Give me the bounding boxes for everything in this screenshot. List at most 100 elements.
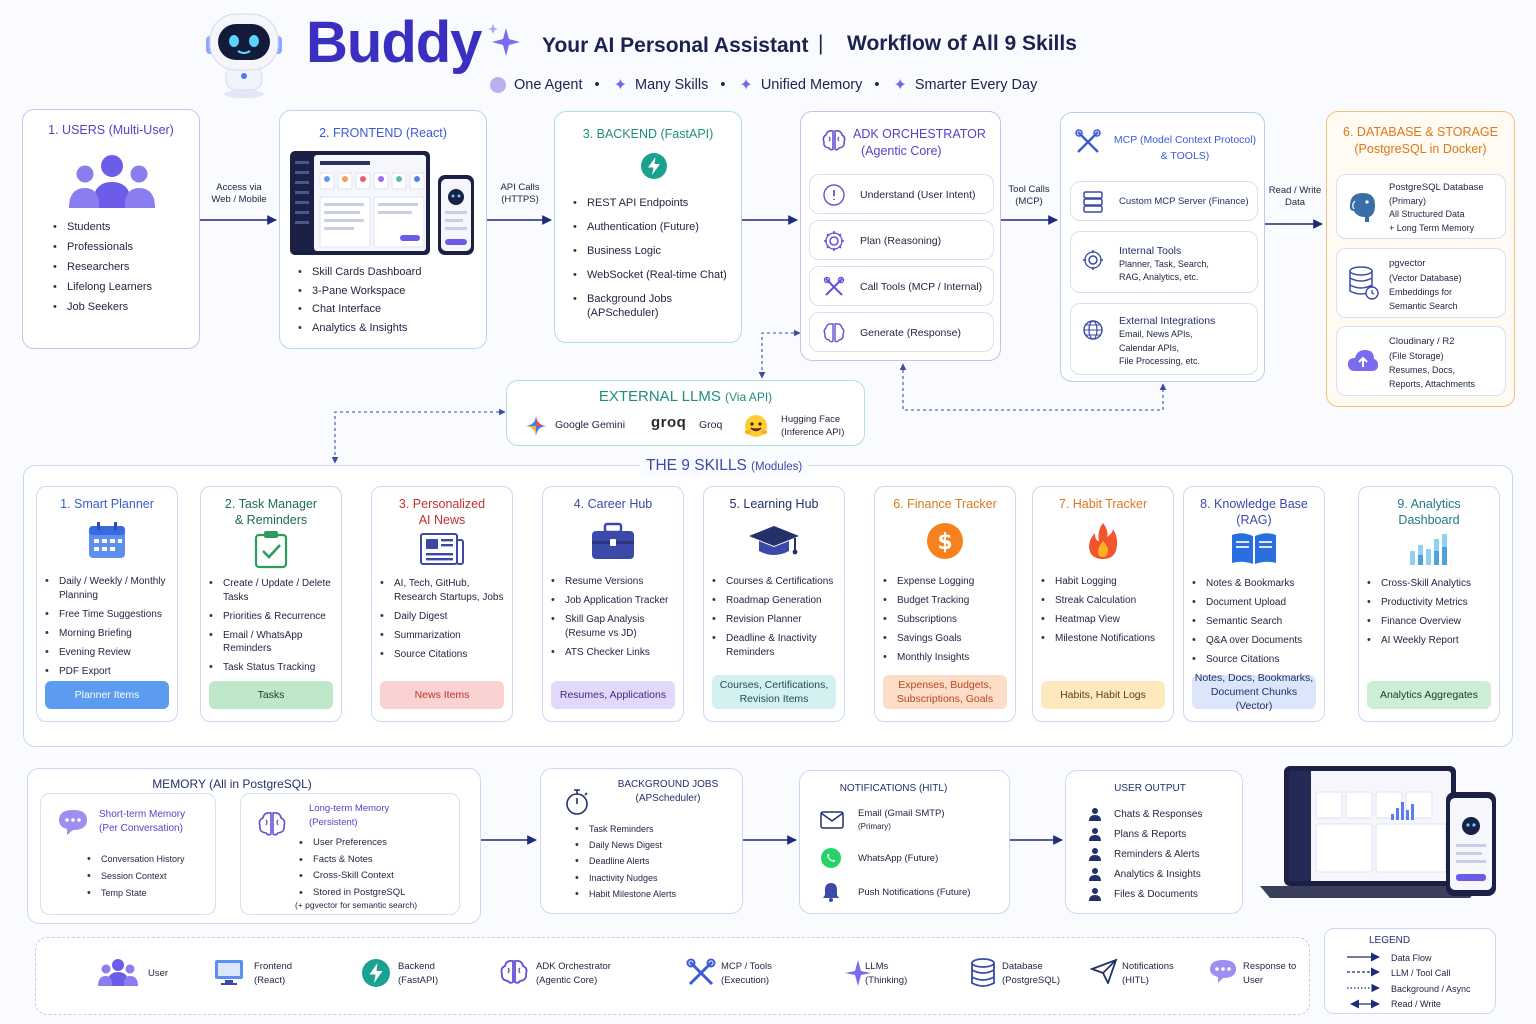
flow-step-label: MCP / Tools(Execution) [721,960,772,988]
dashed-adk-llm [758,329,801,379]
pill-line: Planner Items [74,689,140,701]
frontend-list: Skill Cards Dashboard 3-Pane Workspace C… [298,265,421,335]
db-title: 6. DATABASE & STORAGE(PostgreSQL in Dock… [1343,125,1498,156]
list-item: Summarization [380,629,508,643]
flow-step-label: LLMs(Thinking) [865,960,907,988]
list-item: Session Context [87,869,185,883]
laptop-phone-mockup-icon [1260,766,1496,898]
flow-step-name: ADK Orchestrator [536,961,611,972]
output-label: Analytics & Insights [1114,868,1201,880]
globe-icon [1081,318,1105,342]
list-item: Chat Interface [298,302,421,316]
backend-list: REST API Endpoints Authentication (Futur… [573,196,727,320]
gear-icon [822,229,846,253]
feature-strip: One Agent • ✦ Many Skills • ✦ Unified Me… [490,75,1037,95]
adk-step-plan: Plan (Reasoning) [809,220,994,260]
list-item: Heatmap View [1041,613,1169,627]
flow-step-sub: (FastAPI) [398,975,439,986]
bell-icon [823,883,839,902]
user-icon [1089,868,1101,881]
list-item: Streak Calculation [1041,594,1169,608]
star-icon: ✦ [613,77,628,94]
flow-step-name: Database [1002,961,1043,972]
list-item: Daily / Weekly / Monthly Planning [45,575,173,602]
email-icon [820,811,844,829]
list-item: Create / Update / Delete Tasks [209,577,337,604]
skill-data-pill: Resumes, Applications [551,681,675,709]
flow-step-label: Notifications(HITL) [1122,960,1174,988]
list-item: WebSocket (Real-time Chat) [573,268,727,282]
list-item: Daily Digest [380,610,508,624]
output-item: Reminders & Alerts [1088,847,1200,861]
pill-line: Resumes, Applications [559,689,667,701]
adk-title: ADK ORCHESTRATOR(Agentic Core) [853,127,986,158]
legend-item: LLM / Tool Call [1391,968,1451,978]
list-item: Subscriptions [883,613,1011,627]
skill-feature-list: Resume VersionsJob Application TrackerSk… [551,575,679,665]
list-item: Task Reminders [575,822,676,836]
list-item: Professionals [53,240,152,254]
skill-name-line: AI News [418,512,466,527]
short-term-title: Short-term Memory(Per Conversation) [99,809,186,834]
skill-feature-list: Expense LoggingBudget TrackingSubscripti… [883,575,1011,670]
list-item: Task Status Tracking [209,661,337,675]
short-term-memory-card: Short-term Memory(Per Conversation) Conv… [40,793,216,915]
legend-item: Data Flow [1391,953,1432,963]
output-label: Plans & Reports [1114,828,1187,840]
skill-card: 7. Habit TrackerHabit LoggingStreak Calc… [1032,486,1174,722]
database-icon [970,958,996,993]
user-icon [1089,828,1101,841]
cloudinary-card: Cloudinary / R2(File Storage)Resumes, Do… [1336,326,1506,396]
backend-panel: 3. BACKEND (FastAPI) REST API Endpoints … [554,111,742,343]
list-item: Morning Briefing [45,627,173,641]
list-item: Background Jobs (APScheduler) [573,292,723,320]
llms-title: EXTERNAL LLMS (Via API) [598,388,773,405]
skill-card: 8. Knowledge Base(RAG)Notes & BookmarksD… [1183,486,1325,722]
robot-mascot-icon [206,13,282,98]
notifications-panel: NOTIFICATIONS (HITL) Email (Gmail SMTP)(… [799,770,1010,914]
memory-title: MEMORY (All in PostgreSQL) [152,777,312,791]
legend: LEGEND Data Flow LLM / Tool Call Backgro… [1324,928,1496,1014]
external-llms-panel: EXTERNAL LLMS (Via API) Google Gemini gr… [506,380,865,446]
list-item: Deadline & Inactivity Reminders [712,632,840,659]
list-item: Source Citations [380,648,508,662]
stopwatch-icon [566,789,588,815]
skill-feature-list: Daily / Weekly / Monthly PlanningFree Ti… [45,575,173,684]
list-item: Cross-Skill Context [299,869,405,883]
notifications-title: NOTIFICATIONS (HITL) [839,783,948,794]
frontend-title: 2. FRONTEND (React) [319,126,447,140]
flow-step-sub: (Execution) [721,975,770,986]
adk-step-understand: Understand (User Intent) [809,174,994,214]
list-item: Facts & Notes [299,853,405,867]
label-tool-calls: Tool Calls(MCP) [1008,184,1050,207]
skill-name-line: 1. Smart Planner [60,497,154,511]
skill-card: 4. Career HubResume VersionsJob Applicat… [542,486,684,722]
list-item: ATS Checker Links [551,646,679,660]
brand-name: Buddy [306,10,482,75]
jobs-list: Task Reminders Daily News Digest Deadlin… [575,822,676,901]
dashboard-mockup-icon [290,151,474,255]
bulb-icon [822,183,846,207]
sparkle-icon [844,958,872,993]
skills-title: THE 9 SKILLS (Modules) [640,456,809,477]
skill-icon [704,517,844,565]
legend-item: Background / Async [1391,984,1471,994]
monitor-icon [214,958,244,991]
list-item: Cross-Skill Analytics [1367,577,1495,591]
list-item: Habit Logging [1041,575,1169,589]
flow-step-sub: (PostgreSQL) [1002,975,1061,986]
list-item: Productivity Metrics [1367,596,1495,610]
skill-card: 2. Task Manager& RemindersCreate / Updat… [200,486,342,722]
skill-data-pill: Habits, Habit Logs [1041,681,1165,709]
email-channel: Email (Gmail SMTP)(Primary) [858,808,945,831]
brain-sparkle-icon [822,321,846,345]
user-icon [1089,888,1101,901]
list-item: Business Logic [573,244,727,258]
list-item: Habit Milestone Alerts [575,887,676,901]
vector-database-icon [1349,266,1379,300]
output-item: Analytics & Insights [1088,867,1201,881]
list-item: Researchers [53,260,152,274]
legend-item: Read / Write [1391,999,1441,1009]
